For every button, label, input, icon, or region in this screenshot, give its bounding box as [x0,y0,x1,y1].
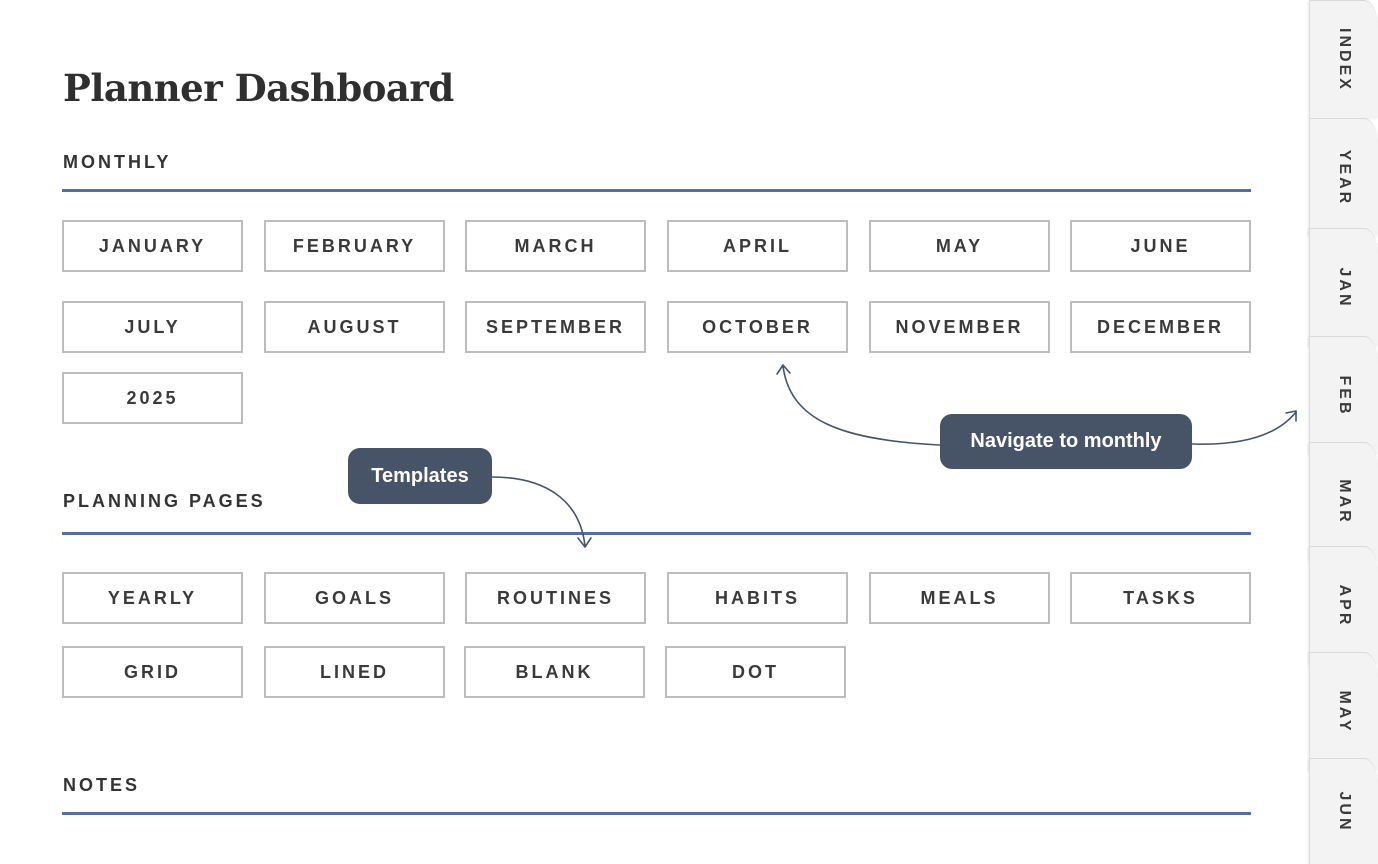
template-button-grid[interactable]: GRID [62,646,243,698]
month-button-may[interactable]: MAY [869,220,1050,272]
month-button-october[interactable]: OCTOBER [667,301,848,353]
tab-mar[interactable]: MAR [1309,442,1378,560]
navigate-arrow-right-head [1285,410,1297,422]
month-button-july[interactable]: JULY [62,301,243,353]
planning-button-meals[interactable]: MEALS [869,572,1050,624]
tab-jun[interactable]: JUN [1309,758,1378,864]
tab-year[interactable]: YEAR [1309,118,1378,236]
tab-may[interactable]: MAY [1309,652,1378,770]
tab-feb-label: FEB [1336,375,1353,416]
tab-jun-label: JUN [1336,790,1353,833]
month-button-september[interactable]: SEPTEMBER [465,301,646,353]
month-button-november[interactable]: NOVEMBER [869,301,1050,353]
month-button-june[interactable]: JUNE [1070,220,1251,272]
tab-may-label: MAY [1336,689,1353,734]
navigate-arrow-left-head [776,364,791,375]
section-divider-notes [62,812,1251,815]
templates-arrow [491,476,586,547]
month-button-january[interactable]: JANUARY [62,220,243,272]
planning-button-goals[interactable]: GOALS [264,572,445,624]
tab-jan-label: JAN [1336,266,1353,309]
template-button-lined[interactable]: LINED [264,646,445,698]
planning-button-yearly[interactable]: YEARLY [62,572,243,624]
navigate-arrow-right [1191,411,1297,445]
section-heading-notes: NOTES [63,775,141,795]
template-button-blank[interactable]: BLANK [464,646,645,698]
month-button-august[interactable]: AUGUST [264,301,445,353]
section-heading-monthly: MONTHLY [63,152,172,172]
tab-mar-label: MAR [1336,478,1353,525]
template-button-dot[interactable]: DOT [665,646,846,698]
tab-apr-label: APR [1336,584,1353,627]
planning-button-habits[interactable]: HABITS [667,572,848,624]
tab-apr[interactable]: APR [1309,546,1378,664]
navigate-monthly-callout: Navigate to monthly [940,414,1192,469]
tab-jan[interactable]: JAN [1309,228,1378,346]
month-button-march[interactable]: MARCH [465,220,646,272]
planning-button-routines[interactable]: ROUTINES [465,572,646,624]
tab-year-label: YEAR [1336,149,1353,206]
month-button-february[interactable]: FEBRUARY [264,220,445,272]
tab-index[interactable]: INDEX [1309,0,1378,118]
section-heading-planning-pages: PLANNING PAGES [63,491,266,511]
navigate-arrow-left [782,365,941,446]
month-button-december[interactable]: DECEMBER [1070,301,1251,353]
templates-callout: Templates [348,448,492,504]
templates-arrowhead [577,537,592,548]
section-divider-monthly [62,189,1251,192]
month-button-april[interactable]: APRIL [667,220,848,272]
tab-index-label: INDEX [1336,27,1353,92]
section-divider-planning-pages [62,532,1251,535]
tab-feb[interactable]: FEB [1309,336,1378,454]
planning-button-tasks[interactable]: TASKS [1070,572,1251,624]
side-tab-strip: INDEX YEAR JAN FEB MAR APR MAY JUN [1308,0,1378,864]
year-button-2025[interactable]: 2025 [62,372,243,424]
page-title: Planner Dashboard [63,66,454,110]
